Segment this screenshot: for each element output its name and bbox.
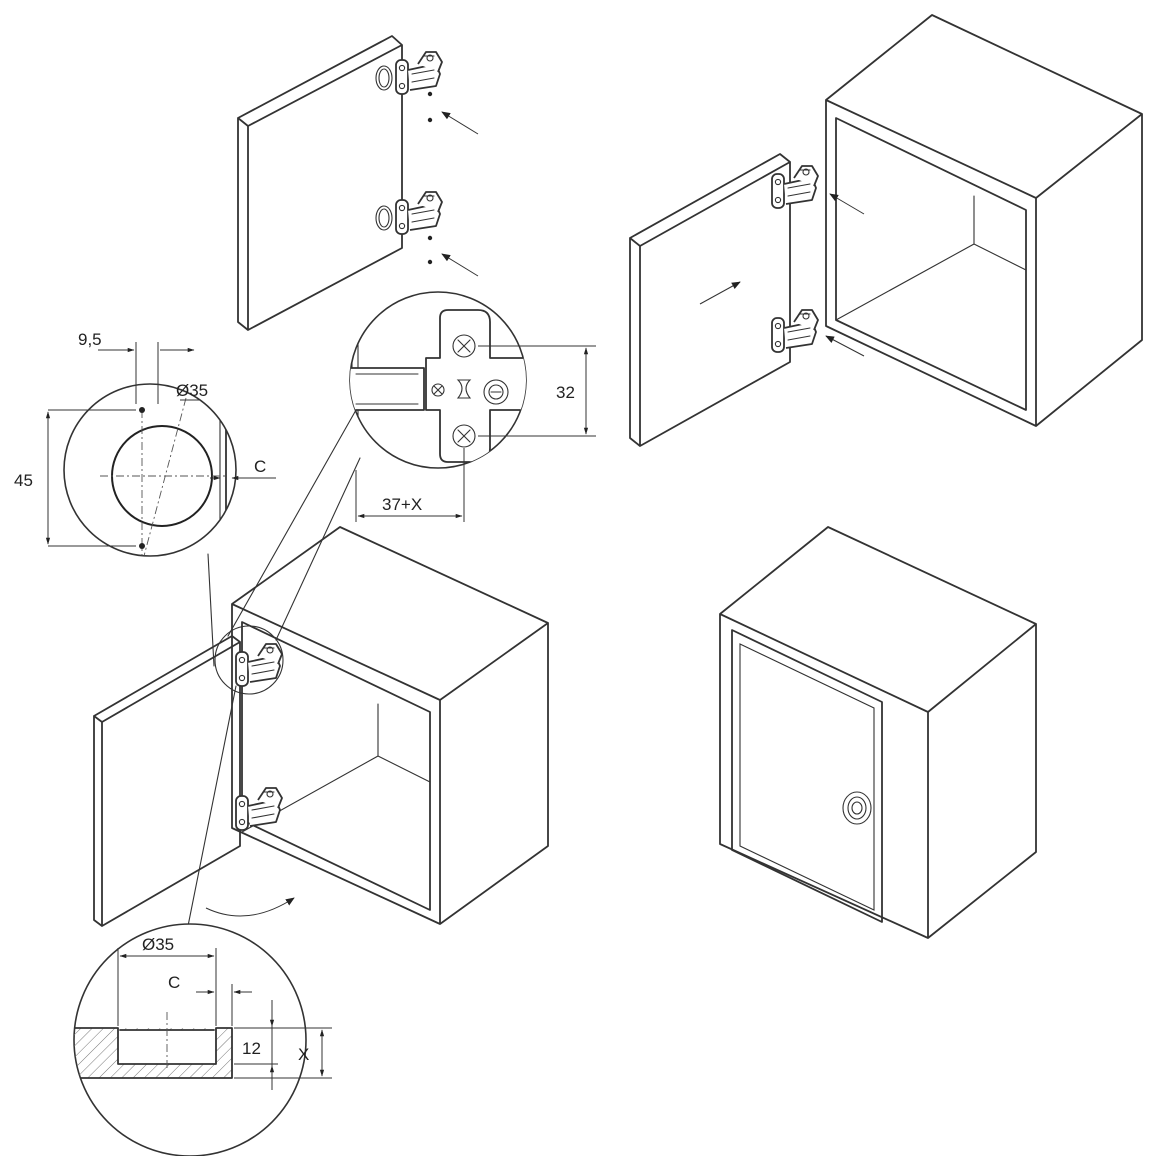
door-panel-closed [731, 629, 883, 923]
door-panel [237, 35, 403, 331]
mounting-plate [425, 309, 526, 463]
arrow-icon [825, 335, 865, 357]
cabinet-inner-shelf [241, 703, 431, 833]
cabinet-body [825, 14, 1143, 427]
hole-spacing-label: 45 [14, 471, 33, 490]
plate-screw-bottom [452, 424, 476, 448]
cabinet-body [231, 526, 549, 925]
door-panel-hinges-mounting [237, 35, 479, 331]
cabinet-closed [719, 526, 1037, 939]
door-section-hatch [74, 1028, 232, 1078]
hole-offset-label: 9,5 [78, 330, 102, 349]
hinge-arm [350, 367, 425, 411]
cabinet-door-attaching [629, 14, 1143, 447]
cabinet-body [719, 526, 1037, 939]
detail-hole-circle [63, 383, 237, 557]
section-edge-label: C [168, 973, 180, 992]
plate-screw-top [452, 334, 476, 358]
arrow-icon [441, 253, 479, 277]
door-thickness-label: X [298, 1045, 309, 1064]
cabinet-door-open [93, 409, 549, 927]
arrow-icon [441, 111, 479, 135]
hinge-icon [771, 309, 819, 353]
cabinet-inner-shelf [835, 195, 1027, 321]
screw-pilot-hole [139, 543, 145, 549]
hinge-cup-upper [375, 51, 443, 123]
arrow-icon [205, 897, 295, 917]
detail-section: Ø35 C 12 X [73, 923, 332, 1156]
hinge-icon [771, 165, 819, 209]
plate-adjust-screw [483, 379, 509, 405]
door-panel-open [93, 635, 241, 927]
plate-height-label: 32 [556, 383, 575, 402]
arrow-icon [699, 281, 741, 305]
knob-icon [842, 791, 872, 825]
hole-diameter-label: Ø35 [176, 381, 208, 400]
cabinet-opening [241, 621, 431, 911]
cup-depth-label: 12 [242, 1039, 261, 1058]
detail-callout-circle [214, 625, 284, 695]
detail-mounting-plate: 32 37+X [349, 291, 596, 522]
screw-pilot-hole [139, 407, 145, 413]
arrow-icon [829, 193, 865, 215]
door-panel [629, 153, 791, 447]
cabinet-opening [835, 117, 1027, 411]
hinge-cup-lower [375, 191, 443, 265]
plate-depth-label: 37+X [382, 495, 422, 514]
edge-distance-label: C [254, 457, 266, 476]
detail-hole-drilling: 9,5 Ø35 45 C [14, 330, 276, 557]
section-diameter-label: Ø35 [142, 935, 174, 954]
